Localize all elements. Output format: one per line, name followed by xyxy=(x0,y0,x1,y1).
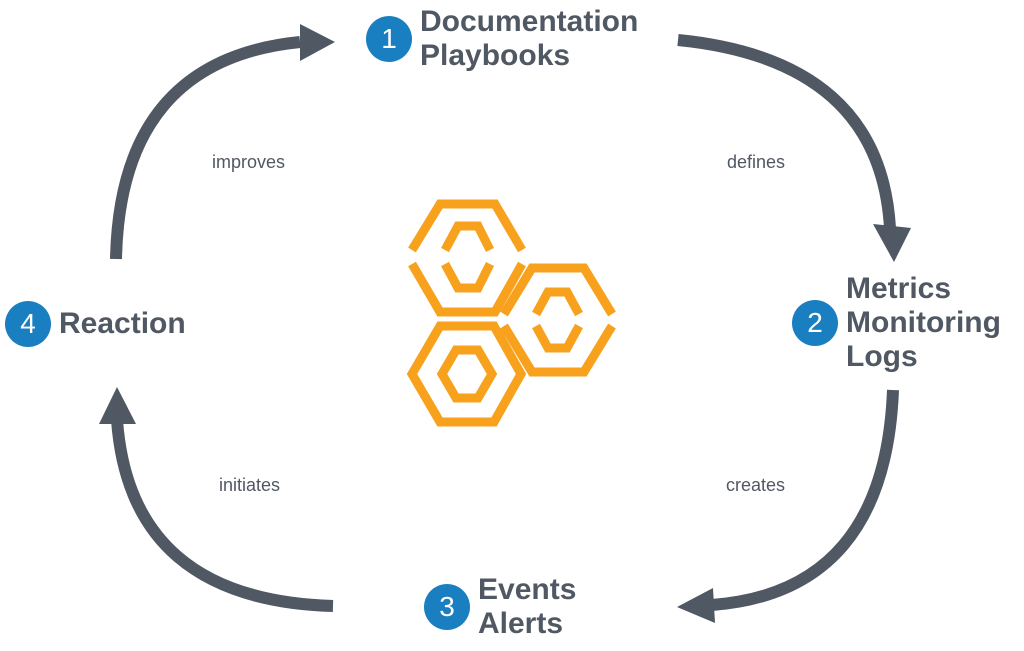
step-3: 3 Events Alerts xyxy=(424,573,576,641)
step-2-line-3: Logs xyxy=(846,340,918,373)
edge-label-creates: creates xyxy=(726,475,786,495)
step-2-label: Metrics Monitoring Logs xyxy=(846,272,1001,374)
edge-label-defines: defines xyxy=(727,152,786,172)
arrow-improves-head xyxy=(300,24,335,61)
step-1-line-1: Documentation xyxy=(420,5,639,38)
step-1-line-2: Playbooks xyxy=(420,39,571,72)
step-2-line-1: Metrics xyxy=(846,272,952,305)
arrow-initiates-head xyxy=(99,387,136,424)
hexagon-cluster-icon xyxy=(406,199,616,427)
step-2: 2 Metrics Monitoring Logs xyxy=(792,272,1001,374)
step-1-label: Documentation Playbooks xyxy=(420,5,638,73)
arrow-improves xyxy=(110,36,301,260)
step-3-line-1: Events xyxy=(478,573,577,606)
step-3-badge: 3 xyxy=(424,584,470,630)
step-2-line-2: Monitoring xyxy=(846,306,1001,339)
arrow-creates xyxy=(711,389,899,611)
step-1: 1 Documentation Playbooks xyxy=(366,5,638,73)
arrow-defines xyxy=(677,34,896,229)
step-3-label: Events Alerts xyxy=(478,573,576,641)
arrow-defines-head xyxy=(873,224,911,262)
step-4-line-1: Reaction xyxy=(59,307,186,340)
step-3-line-2: Alerts xyxy=(478,607,564,640)
step-4-label: Reaction xyxy=(59,307,186,341)
edge-label-initiates: initiates xyxy=(219,475,281,495)
step-4: 4 Reaction xyxy=(5,301,186,347)
edge-label-improves: improves xyxy=(212,152,286,172)
arrow-creates-head xyxy=(677,588,715,623)
arrow-initiates xyxy=(111,419,334,612)
step-2-badge: 2 xyxy=(792,300,838,346)
step-4-badge: 4 xyxy=(5,301,51,347)
step-1-badge: 1 xyxy=(366,16,412,62)
